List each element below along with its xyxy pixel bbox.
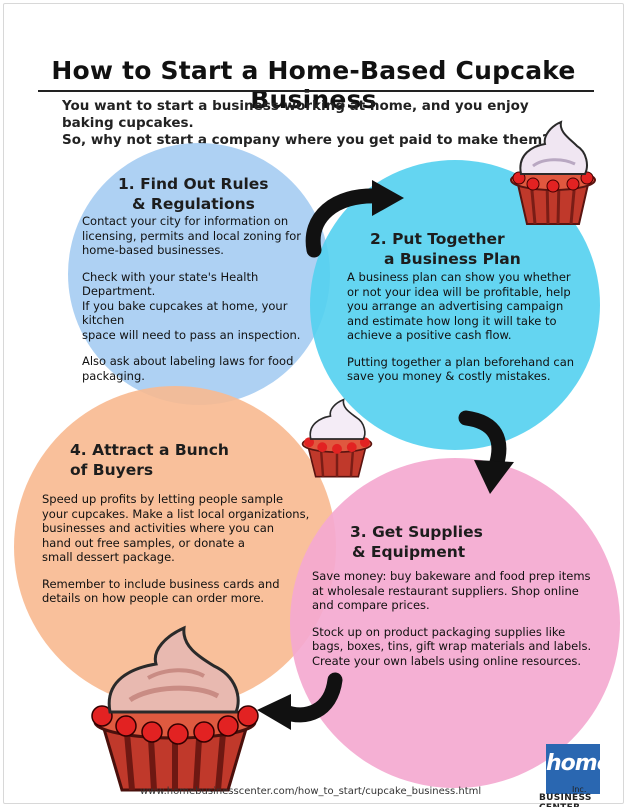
step-1-paragraph: Check with your state's Health Departmen… xyxy=(82,270,332,343)
text-line: small dessert package. xyxy=(42,550,175,564)
curved-arrow-icon xyxy=(305,180,404,258)
logo-business-center: BUSINESS CENTER xyxy=(539,793,592,807)
logo-word: home xyxy=(546,751,612,776)
step-2-heading-line: a Business Plan xyxy=(384,250,521,268)
text-line: bags, boxes, tins, gift wrap materials a… xyxy=(312,639,592,653)
text-line: A business plan can show you whether xyxy=(347,270,571,284)
text-line: Create your own labels using online reso… xyxy=(312,653,582,668)
title-underline xyxy=(38,90,594,92)
step-4-heading: 4. Attract a Bunch of Buyers xyxy=(70,440,229,480)
step-4-text: Speed up profits by letting people sampl… xyxy=(42,492,332,618)
cupcake-icon xyxy=(301,398,373,478)
step-4-heading-line: 4. Attract a Bunch xyxy=(70,441,229,459)
curved-arrow-icon xyxy=(458,410,514,494)
step-4-heading-line: of Buyers xyxy=(70,461,154,479)
text-line: Putting together a plan beforehand can xyxy=(347,354,575,369)
text-line: Check with your state's Health Departmen… xyxy=(82,269,259,299)
text-line: achieve a positive cash flow. xyxy=(347,328,512,342)
home-business-center-logo: home xyxy=(546,744,612,794)
step-1-circle xyxy=(68,143,330,405)
step-4-paragraph: Remember to include business cards and d… xyxy=(42,577,332,606)
logo-inc: Inc. xyxy=(572,785,587,794)
step-3-paragraph: Save money: buy bakeware and food prep i… xyxy=(312,569,612,613)
text-line: home-based businesses. xyxy=(82,243,224,257)
text-line: save you money & costly mistakes. xyxy=(347,369,551,383)
step-3-heading-line: & Equipment xyxy=(352,543,466,561)
step-1-heading-line: 1. Find Out Rules xyxy=(118,175,269,193)
step-4-paragraph: Speed up profits by letting people sampl… xyxy=(42,492,332,565)
step-1-heading-line: & Regulations xyxy=(132,195,255,213)
page-title: How to Start a Home-Based Cupcake Busine… xyxy=(51,56,576,114)
step-3-text: Save money: buy bakeware and food prep i… xyxy=(312,569,612,680)
step-1-heading: 1. Find Out Rules & Regulations xyxy=(118,174,269,214)
text-line: Save money: buy bakeware and food prep i… xyxy=(312,569,591,583)
text-line: Remember to include business cards and xyxy=(42,576,280,591)
text-line: Contact your city for information on xyxy=(82,214,289,228)
step-2-paragraph: Putting together a plan beforehand can s… xyxy=(347,355,597,384)
text-line: packaging. xyxy=(82,368,145,383)
intro-line: You want to start a business working at … xyxy=(62,98,529,131)
cupcake-icon xyxy=(510,120,596,225)
text-line: details on how people can order more. xyxy=(42,591,265,605)
text-line: Speed up profits by letting people sampl… xyxy=(42,492,284,506)
page-frame xyxy=(3,3,624,804)
text-line: licensing, permits and local zoning for xyxy=(82,228,301,243)
step-2-heading: 2. Put Together a Business Plan xyxy=(370,229,521,269)
step-1-text: Contact your city for information on lic… xyxy=(82,214,332,395)
text-line: and estimate how long it will take to xyxy=(347,313,557,328)
step-3-circle xyxy=(290,458,620,788)
step-2-heading-line: 2. Put Together xyxy=(370,230,505,248)
step-3-heading: 3. Get Supplies & Equipment xyxy=(350,522,483,562)
step-1-paragraph: Also ask about labeling laws for food pa… xyxy=(82,354,332,383)
text-line: Also ask about labeling laws for food xyxy=(82,354,294,368)
text-line: hand out free samples, or donate a xyxy=(42,535,245,550)
cupcake-icon xyxy=(91,625,259,792)
step-2-paragraph: A business plan can show you whether or … xyxy=(347,270,597,343)
text-line: Stock up on product packaging supplies l… xyxy=(312,624,566,639)
curved-arrow-icon xyxy=(257,672,343,730)
text-line: and compare prices. xyxy=(312,598,430,612)
footer-url: www.homebusinesscenter.com/how_to_start/… xyxy=(140,786,482,797)
step-2-text: A business plan can show you whether or … xyxy=(347,270,597,396)
text-line: your cupcakes. Make a list local organiz… xyxy=(42,506,310,521)
text-line: If you bake cupcakes at home, your kitch… xyxy=(82,298,288,328)
text-line: at wholesale restaurant suppliers. Shop … xyxy=(312,583,579,598)
step-3-heading-line: 3. Get Supplies xyxy=(350,523,483,541)
text-line: or not your idea will be profitable, hel… xyxy=(347,284,571,299)
step-3-paragraph: Stock up on product packaging supplies l… xyxy=(312,625,612,669)
text-line: you arrange an advertising campaign xyxy=(347,299,564,313)
step-1-paragraph: Contact your city for information on lic… xyxy=(82,214,332,258)
text-line: space will need to pass an inspection. xyxy=(82,327,301,342)
text-line: businesses and activities where you can xyxy=(42,521,275,535)
